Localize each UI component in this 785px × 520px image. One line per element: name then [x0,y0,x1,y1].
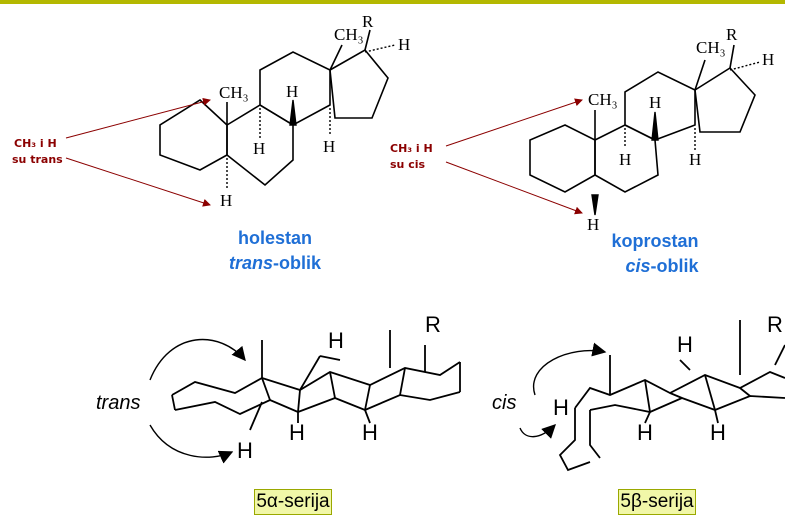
koprostan-structure [529,44,756,193]
holestan-structure [159,29,389,187]
holestan-ch3-top: CH₃ [334,25,364,44]
holestan-ch3-ring: CH₃ [219,83,249,102]
alpha-h-bottom: H [237,438,253,463]
top-accent-line [0,0,785,4]
koprostan-arrow-h [445,161,583,215]
holestan-h-c5: H [220,191,232,210]
alpha-trans-label: trans [96,392,140,414]
holestan-r: R [362,12,374,31]
koprostan-h-c9: H [619,150,631,169]
holestan-h-c9: H [253,139,265,158]
beta-h-right: H [710,420,726,445]
koprostan-arrow-ch3 [445,98,583,147]
koprostan-form-prefix: cis [625,256,650,276]
beta-arrow-top [532,342,607,396]
beta-cis-label: cis [492,392,516,414]
alpha-h-mid: H [289,420,305,445]
series-5alpha-badge: 5α-serija [254,489,332,515]
beta-h-top: H [677,332,693,357]
koprostan-ch3-top: CH₃ [696,38,726,57]
holestan-annotation-1: CH₃ i H [14,137,57,150]
series-5beta-label: 5β-serija [620,491,694,512]
holestan-h-right: H [398,35,410,54]
alpha-h-right: H [362,420,378,445]
holestan-form-suffix: -oblik [273,253,322,273]
koprostan-h-c14: H [689,150,701,169]
koprostan-r: R [726,25,738,44]
alpha-arrow-top [149,338,246,381]
koprostan-h-mid: H [649,93,661,112]
alpha-chair-structure [171,330,461,431]
beta-h-left: H [553,395,569,420]
beta-r: R [767,312,783,337]
holestan-annotation-2: su trans [12,153,63,166]
holestan-stereo-bonds [226,44,396,190]
alpha-r: R [425,312,441,337]
beta-h-mid: H [637,420,653,445]
alpha-h-top: H [328,328,344,353]
koprostan-ch3-ring: CH₃ [588,90,618,109]
koprostan-stereo-bonds [591,61,761,216]
beta-arrow-bottom [519,424,556,439]
beta-chair-structure [558,320,785,472]
series-5beta-badge: 5β-serija [618,489,696,515]
holestan-arrow-h [65,157,211,207]
koprostan-form-suffix: -oblik [651,256,700,276]
koprostan-annotation-2: su cis [390,158,425,171]
holestan-h-c14: H [323,137,335,156]
holestan-h-mid: H [286,82,298,101]
koprostan-annotation-1: CH₃ i H [390,142,433,155]
holestan-arrow-ch3 [65,97,211,139]
koprostan-form: cis-oblik [625,256,699,276]
series-5alpha-label: 5α-serija [256,491,330,512]
koprostan-h-right: H [762,50,774,69]
holestan-form: trans-oblik [229,253,322,273]
koprostan-name: koprostan [611,231,698,251]
holestan-form-prefix: trans [229,253,273,273]
koprostan-h-c5: H [587,215,599,234]
holestan-name: holestan [238,228,312,248]
alpha-arrow-bottom [149,424,234,464]
